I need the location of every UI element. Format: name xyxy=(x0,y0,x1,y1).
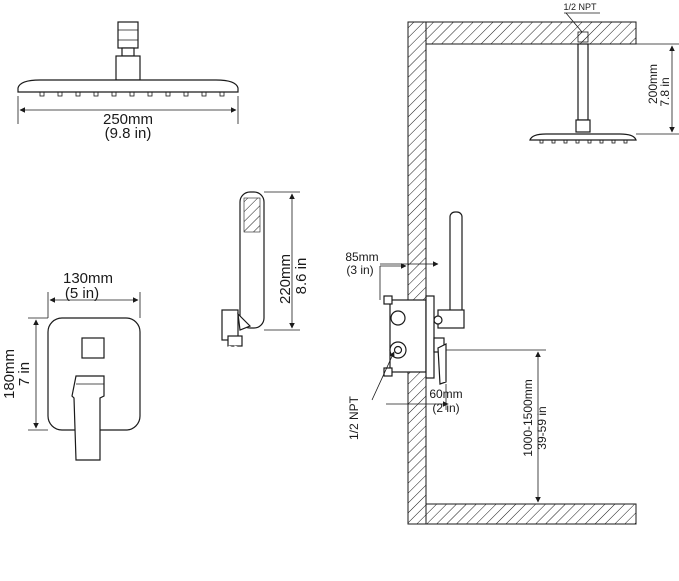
depth-dimension xyxy=(379,261,439,300)
rain-head-plate xyxy=(17,79,239,97)
valve-trim-side xyxy=(425,295,435,379)
shower-head-view: 250mm (9.8 in) xyxy=(17,21,239,142)
rain-head-nozzles xyxy=(39,91,225,97)
plate-width-mm: 130mm xyxy=(63,270,113,287)
hose-connector xyxy=(227,335,243,347)
plate-height-in: 7 in xyxy=(16,362,33,386)
plate-height-mm: 180mm xyxy=(1,349,18,399)
ceiling-head-nozzles xyxy=(539,139,628,144)
floor-section xyxy=(425,503,637,525)
ceiling-section xyxy=(425,21,637,45)
depth-mm: 85mm xyxy=(345,250,378,264)
hand-shower-view: 220mm 8.6 in xyxy=(208,191,310,564)
arm-length-dimension xyxy=(636,43,679,135)
offset-mm: 60mm xyxy=(429,387,462,401)
hand-shower-height-mm: 220mm xyxy=(277,254,294,304)
arm-length-in: 7.8 in xyxy=(658,77,672,106)
offset-in: (2 in) xyxy=(432,401,459,415)
floor-height-in: 39-59 in xyxy=(535,406,549,449)
wall-install-view: 1/2 NPT 200mm 7.8 in xyxy=(345,2,679,525)
wall-section xyxy=(407,21,427,525)
valve-thread-label: 1/2 NPT xyxy=(347,395,361,440)
ceiling-connector xyxy=(577,31,589,43)
floor-height-mm: 1000-1500mm xyxy=(521,379,535,456)
valve-plate-view: 130mm (5 in) 180mm 7 in xyxy=(1,270,141,461)
plate-height-dimension xyxy=(28,317,48,431)
depth-in: (3 in) xyxy=(346,263,373,277)
wall-hand-shower xyxy=(449,211,463,325)
valve-handle xyxy=(71,375,105,461)
shower-arm-connector xyxy=(115,21,141,81)
plate-width-dimension xyxy=(47,292,141,318)
plate-width-in: (5 in) xyxy=(65,285,99,302)
diverter-knob xyxy=(81,337,105,359)
floor-height-dimension xyxy=(446,349,546,503)
head-width-mm: 250mm xyxy=(103,111,153,128)
head-width-dimension xyxy=(17,96,239,124)
head-width-in: (9.8 in) xyxy=(105,125,152,142)
ceiling-rain-head xyxy=(529,133,637,141)
arm-length-mm: 200mm xyxy=(646,64,660,104)
ceiling-arm xyxy=(577,43,589,121)
hand-shower-nozzles xyxy=(243,197,261,233)
hand-shower-height-in: 8.6 in xyxy=(293,258,310,295)
valve-handle-side xyxy=(437,343,447,385)
ceiling-thread-label: 1/2 NPT xyxy=(563,2,597,12)
offset-dimension xyxy=(386,384,449,410)
valve-box xyxy=(389,299,427,373)
hand-shower-height-dimension xyxy=(264,191,300,331)
